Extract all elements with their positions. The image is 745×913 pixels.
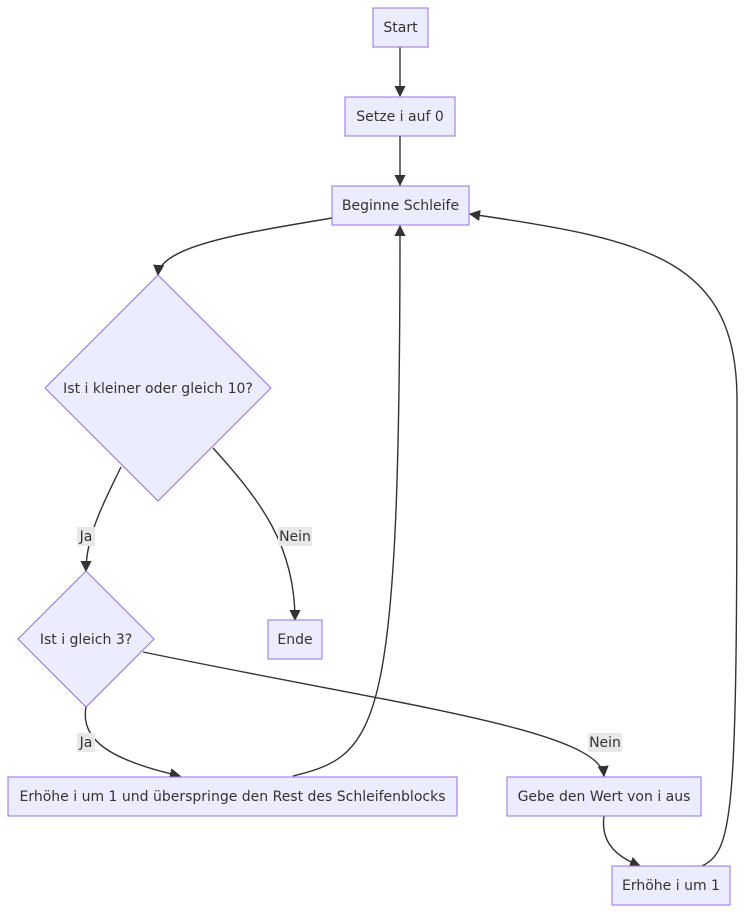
node-cond-eq3-label: Ist i gleich 3? <box>40 632 132 648</box>
edge-label-le10-no-text: Nein <box>279 529 311 545</box>
node-set-i-label: Setze i auf 0 <box>356 109 443 125</box>
node-print: Gebe den Wert von i aus <box>506 776 702 817</box>
node-print-label: Gebe den Wert von i aus <box>518 789 691 805</box>
node-end-label: Ende <box>277 632 312 648</box>
node-skip: Erhöhe i um 1 und überspringe den Rest d… <box>7 776 458 817</box>
node-cond-le10-label: Ist i kleiner oder gleich 10? <box>63 381 253 397</box>
edge-label-eq3-yes-text: Ja <box>79 735 93 751</box>
node-skip-label: Erhöhe i um 1 und überspringe den Rest d… <box>20 789 446 805</box>
edge-print-to-inc <box>602 815 642 868</box>
node-increment: Erhöhe i um 1 <box>611 865 731 906</box>
node-begin-loop-label: Beginne Schleife <box>342 198 459 214</box>
node-start-label: Start <box>383 20 418 36</box>
edge-label-le10-no: Nein <box>278 527 312 546</box>
node-begin-loop: Beginne Schleife <box>331 185 470 226</box>
node-end: Ende <box>267 619 323 660</box>
edge-label-eq3-no: Nein <box>588 733 622 752</box>
edge-cond-le10-yes <box>80 466 122 573</box>
edge-inc-to-loop <box>468 209 738 867</box>
node-set-i: Setze i auf 0 <box>344 96 456 137</box>
edge-label-le10-yes-text: Ja <box>79 529 93 545</box>
node-cond-eq3: Ist i gleich 3? <box>17 570 155 708</box>
edge-cond-eq3-yes <box>84 706 182 780</box>
edge-cond-le10-no <box>212 447 301 622</box>
node-start: Start <box>372 7 429 48</box>
edge-loop-to-cond-le10 <box>153 217 333 277</box>
edge-label-eq3-no-text: Nein <box>589 735 621 751</box>
node-cond-le10: Ist i kleiner oder gleich 10? <box>44 274 272 502</box>
edge-cond-eq3-no <box>142 651 609 778</box>
node-increment-label: Erhöhe i um 1 <box>622 878 720 894</box>
edge-label-eq3-yes: Ja <box>77 733 95 752</box>
edge-label-le10-yes: Ja <box>77 527 95 546</box>
edge-skip-to-loop <box>292 224 406 777</box>
